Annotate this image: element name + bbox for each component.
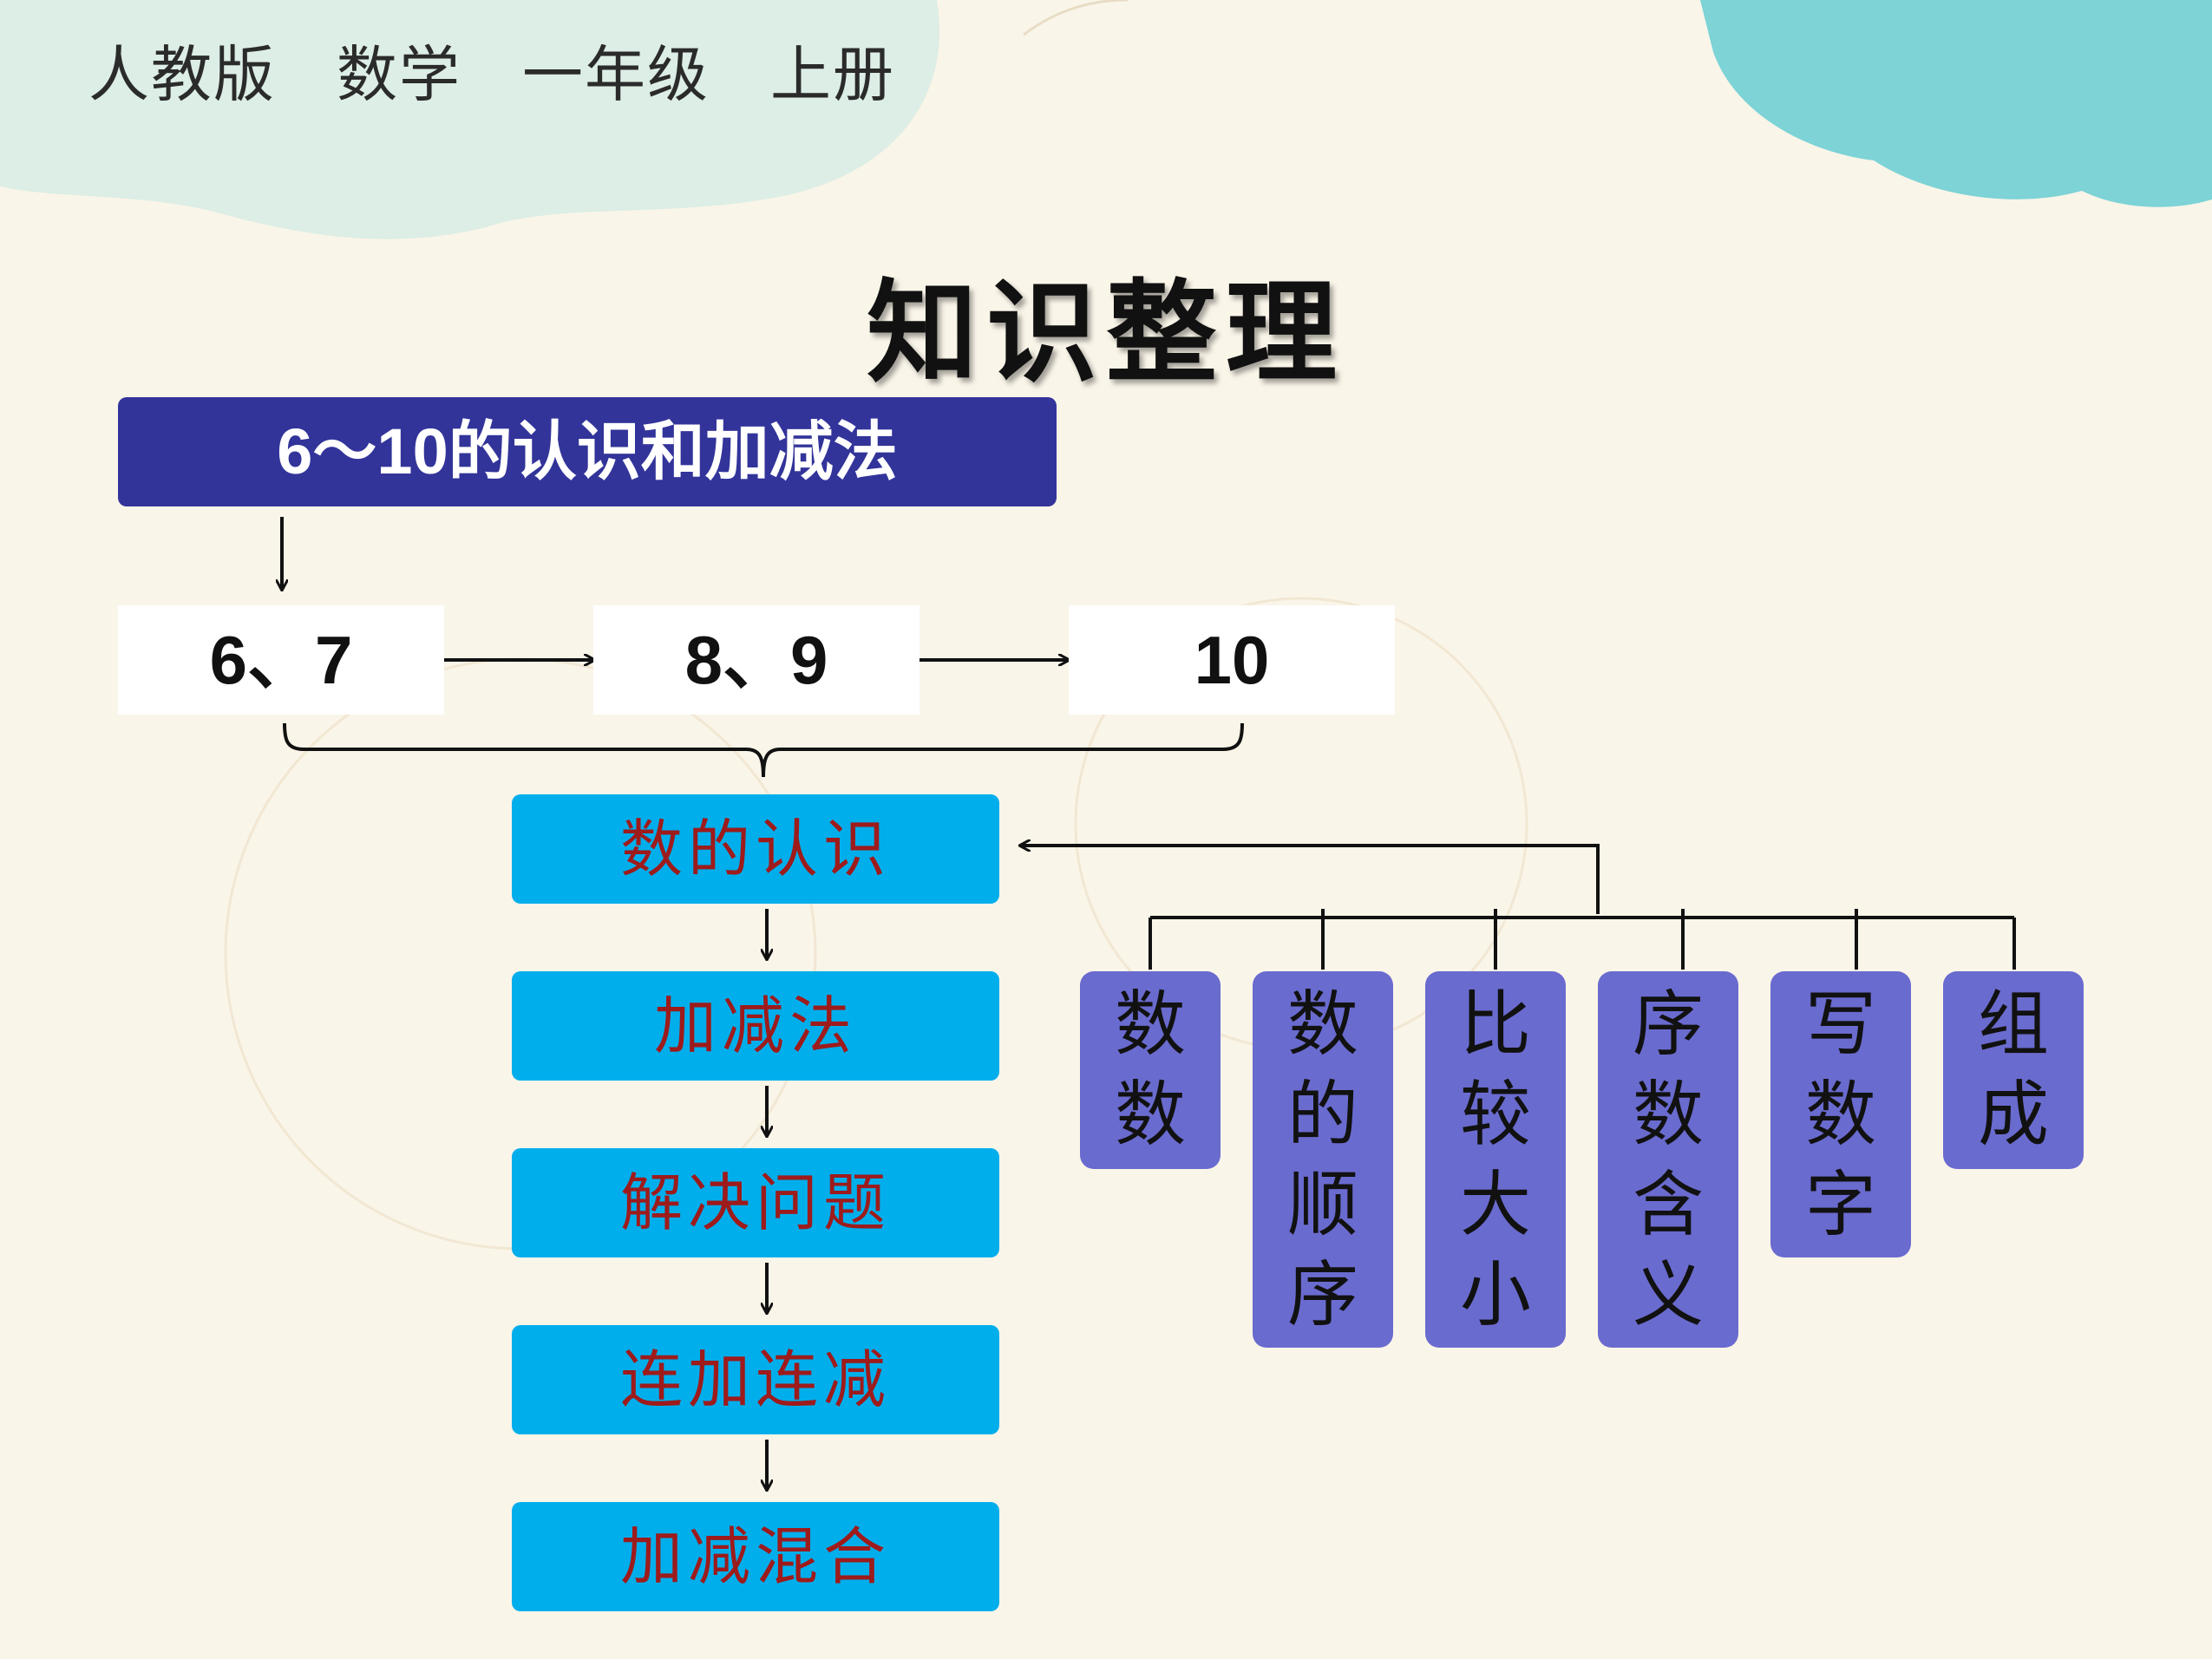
subject-label: 数学: [337, 39, 461, 110]
subtopic-composition: 组 成: [1943, 971, 2084, 1169]
subtopic-char: 字: [1804, 1164, 1876, 1246]
subtopic-char: 较: [1459, 1074, 1531, 1156]
subtopic-char: 的: [1286, 1074, 1358, 1156]
number-group-6-7: 6、7: [118, 605, 444, 715]
volume-label: 上册: [770, 39, 895, 110]
subtopic-char: 顺: [1286, 1164, 1358, 1246]
subtopic-char: 数: [1804, 1074, 1876, 1156]
subtopic-char: 序: [1632, 983, 1704, 1066]
step-add-subtract: 加减法: [512, 971, 999, 1081]
step-mixed-ops: 加减混合: [512, 1502, 999, 1611]
subtopic-char: 组: [1977, 983, 2049, 1066]
subtopic-char: 比: [1459, 983, 1531, 1066]
subtopic-compare-size: 比 较 大 小: [1425, 971, 1566, 1348]
edition-label: 人教版: [88, 39, 276, 110]
subtopic-char: 大: [1459, 1164, 1531, 1246]
cloud-right: [1700, 0, 2212, 207]
subtopic-char: 数: [1286, 983, 1358, 1066]
subtopic-char: 成: [1977, 1074, 2049, 1156]
subtopic-writing-digits: 写 数 字: [1770, 971, 1911, 1257]
subtopic-char: 义: [1632, 1254, 1704, 1336]
subtopic-ordinal-meaning: 序 数 含 义: [1598, 971, 1738, 1348]
step-consecutive-ops: 连加连减: [512, 1325, 999, 1434]
main-topic-box: 6～10的认识和加减法: [118, 397, 1057, 506]
step-number-recognition: 数的认识: [512, 794, 999, 904]
number-group-10: 10: [1069, 605, 1395, 715]
subtopic-char: 含: [1632, 1164, 1704, 1246]
subtopic-char: 数: [1114, 1074, 1186, 1156]
subtopic-char: 数: [1632, 1074, 1704, 1156]
subtopic-char: 小: [1459, 1254, 1531, 1336]
subtopic-number-order: 数 的 顺 序: [1253, 971, 1393, 1348]
page-title: 知识整理: [866, 268, 1345, 398]
subtopic-char: 写: [1804, 983, 1876, 1066]
number-group-8-9: 8、9: [593, 605, 919, 715]
cloud-left: [0, 0, 940, 239]
grade-label: 一年级: [522, 39, 710, 110]
step-problem-solving: 解决问题: [512, 1148, 999, 1257]
arrow-subtopics-to-step1: [1020, 846, 1600, 914]
course-header: 人教版数学一年级上册: [88, 26, 956, 114]
brace-numbers: [283, 722, 1244, 778]
subtopic-counting: 数 数: [1080, 971, 1221, 1169]
subtopic-char: 数: [1114, 983, 1186, 1066]
subtopic-char: 序: [1286, 1254, 1358, 1336]
